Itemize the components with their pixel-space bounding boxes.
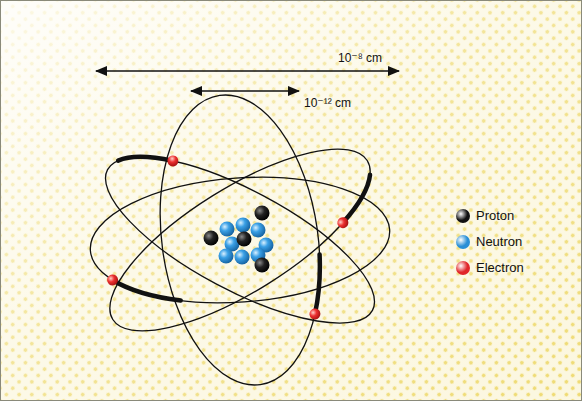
orbit (85, 116, 395, 363)
legend-label: Electron (476, 260, 524, 276)
legend-swatch (456, 209, 470, 223)
dimension-label: 10⁻⁸ cm (338, 51, 382, 65)
orbit (84, 125, 396, 354)
dimension-label: 10⁻¹² cm (304, 96, 351, 110)
orbits (84, 85, 396, 396)
nucleus (204, 206, 274, 273)
legend-label: Proton (476, 208, 514, 224)
legend-swatch (456, 261, 470, 275)
legend-swatch (456, 235, 470, 249)
orbit (86, 168, 394, 313)
legend-label: Neutron (476, 234, 522, 250)
atom-size-arrow (96, 70, 399, 71)
orbit (142, 85, 337, 396)
nucleus-size-arrow (191, 90, 299, 91)
